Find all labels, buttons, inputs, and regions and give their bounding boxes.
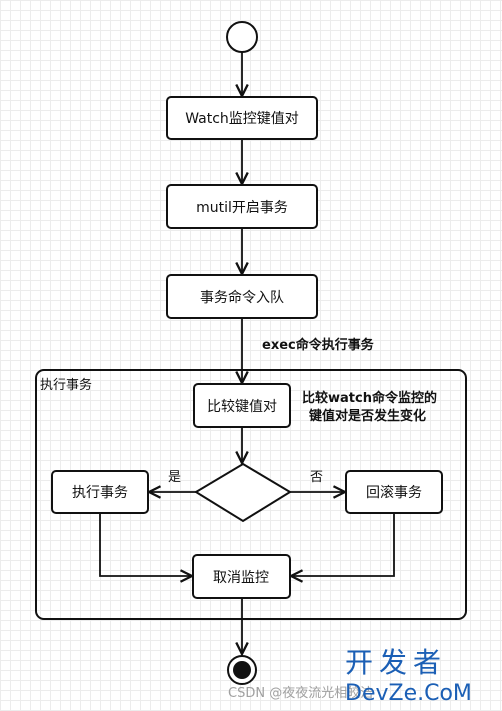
edge-label-no: 否	[310, 470, 323, 485]
svg-text:比较键值对: 比较键值对	[207, 399, 277, 415]
node-rollback: 回滚事务	[345, 470, 443, 514]
svg-text:事务命令入队: 事务命令入队	[200, 289, 284, 306]
svg-text:mutil开启事务: mutil开启事务	[196, 200, 288, 216]
decision-diamond	[194, 462, 292, 523]
watermark-csdn: CSDN @夜夜流光相皎洁	[228, 685, 373, 701]
node-multi: mutil开启事务	[166, 184, 318, 229]
container-label: 执行事务	[40, 377, 92, 393]
svg-text:回滚事务: 回滚事务	[366, 484, 422, 501]
svg-text:Watch监控键值对: Watch监控键值对	[185, 111, 299, 127]
node-enqueue: 事务命令入队	[166, 274, 318, 319]
svg-text:取消监控: 取消监控	[213, 570, 269, 586]
edge-label-exec: exec命令执行事务	[262, 337, 375, 353]
note-line-2: 键值对是否发生变化	[308, 408, 426, 424]
watermark-logo: 开发者	[345, 646, 447, 679]
edge-label-yes: 是	[168, 470, 181, 485]
node-watch: Watch监控键值对	[166, 96, 318, 140]
edge-execute-unwatch	[99, 513, 192, 576]
execute-transaction-container	[35, 369, 467, 620]
start-node	[226, 21, 258, 53]
end-node	[227, 655, 257, 685]
node-execute: 执行事务	[51, 470, 149, 514]
node-unwatch: 取消监控	[192, 554, 291, 599]
watermark-sub: DevZe.CoM	[345, 681, 472, 706]
note-line-1: 比较watch命令监控的	[302, 390, 437, 406]
node-compare: 比较键值对	[193, 383, 291, 428]
edge-rollback-unwatch	[291, 513, 395, 576]
svg-text:执行事务: 执行事务	[72, 485, 128, 501]
